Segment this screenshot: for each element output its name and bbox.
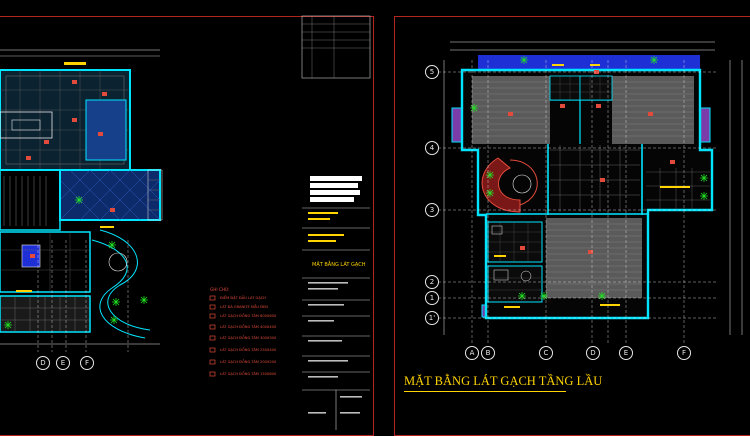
- grid-bubble: E: [56, 356, 70, 370]
- grid-bubble: F: [677, 346, 691, 360]
- grid-bubble: 5: [425, 65, 439, 79]
- grid-bubble: C: [539, 346, 553, 360]
- grid-bubble: A: [465, 346, 479, 360]
- grid-bubble: B: [481, 346, 495, 360]
- grid-bubble: 4: [425, 141, 439, 155]
- left-floor-plan: [0, 49, 163, 352]
- grid-bubble: 3: [425, 203, 439, 217]
- legend-item: LÁT GẠCH ĐỒNG TÂM 150X600: [220, 372, 277, 376]
- legend-item: LÁT GẠCH ĐỒNG TÂM 250X400: [220, 348, 277, 352]
- grid-bubble: 1': [425, 311, 439, 325]
- grid-bubble: F: [80, 356, 94, 370]
- legend-heading: GHI CHÚ:: [210, 287, 230, 292]
- grid-bubble: 1: [425, 291, 439, 305]
- legend-item: LÁT GẠCH ĐỒNG TÂM 300X300: [220, 336, 277, 340]
- legend-item: LÁT GẠCH ĐỒNG TÂM 600X600: [220, 314, 277, 318]
- legend-item: LÁT GẠCH ĐỒNG TÂM 200X200: [220, 360, 277, 364]
- right-floor-plan: [438, 41, 743, 345]
- title-block-graphics: [301, 15, 371, 430]
- legend-swatches: [209, 295, 216, 377]
- grid-bubble: E: [619, 346, 633, 360]
- grid-bubble: D: [36, 356, 50, 370]
- legend-item: LÁT ĐÁ GRANITE MẪU ĐEN: [220, 305, 268, 309]
- drawing-title-underline: [404, 391, 566, 392]
- grid-bubble: D: [586, 346, 600, 360]
- drawing-title: MẶT BẰNG LÁT GẠCH TẦNG LẦU: [404, 374, 603, 388]
- legend-item: LÁT GẠCH ĐỒNG TÂM 400X400: [220, 325, 277, 329]
- title-block-sheet-name: MẶT BẰNG LÁT GẠCH: [312, 262, 366, 268]
- legend-item: ĐIỂM ĐẶT ĐẦU LÁT GẠCH: [220, 296, 267, 300]
- grid-bubble: 2: [425, 275, 439, 289]
